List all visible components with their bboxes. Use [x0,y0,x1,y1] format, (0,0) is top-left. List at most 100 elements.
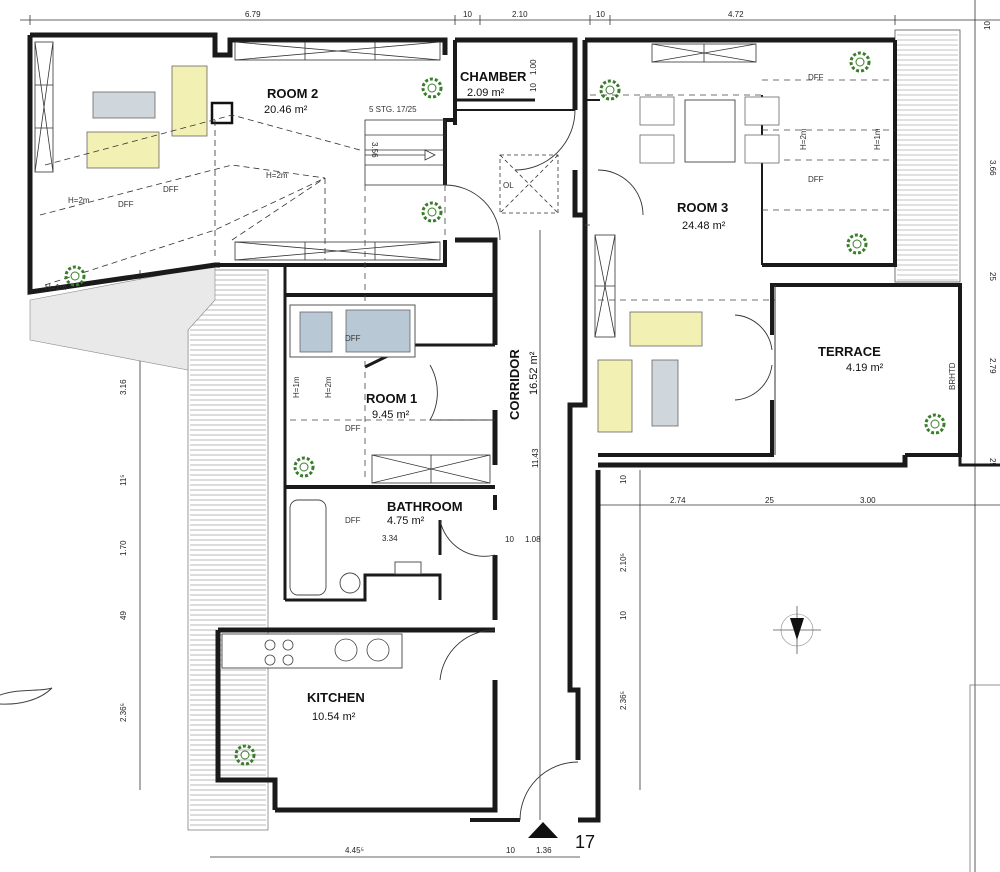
compass-icon [773,606,821,654]
plant-icon [421,201,443,223]
dff-note-1: DFF [118,200,134,209]
dim-corridor-wall: 10 [505,535,514,544]
h2-note-2: H=2m [266,171,288,180]
dim-inner-top-2: 2.74 [670,496,686,505]
dim-inner-right-1: 2.10⁵ [619,553,628,572]
dim-bath-width: 3.34 [382,534,398,543]
chamber-area: 2.09 m² [467,87,505,99]
stairs [364,119,446,186]
dim-right-4: 25 [988,458,997,467]
dff-note-4: DFF [808,175,824,184]
h1-note-3: H=1m [292,376,301,398]
terrace-area: 4.19 m² [846,362,884,374]
door-swings [429,109,773,821]
bathroom-name: BATHROOM [387,499,463,514]
toilet [339,572,361,594]
room1-pillow-left [299,311,333,353]
room3-sofa [629,311,703,347]
kitchen-sink [334,638,390,662]
dff-note-3: DFF [808,73,824,82]
room3-name: ROOM 3 [677,200,728,215]
room1-pillow-right [345,309,411,353]
dim-right-2: 25 [988,272,997,281]
dim-inner-right-2: 10 [619,611,628,620]
dim-bottom-3: 1.36 [536,846,552,855]
ol-note: OL [503,181,514,190]
room3-area: 24.48 m² [682,220,726,232]
dimension-lines [20,0,1000,872]
room1-wardrobe [371,454,491,484]
room3-wardrobe [594,43,757,338]
room2-table [92,91,156,119]
dim-chamber-wall: 10 [529,83,538,92]
room2-name: ROOM 2 [267,86,318,101]
kitchen-stove [264,639,294,666]
dim-inner-top-1: 10 [619,475,628,484]
dim-inner-top-4: 3.00 [860,496,876,505]
dim-bottom-2: 10 [506,846,515,855]
kitchen-area: 10.54 m² [312,711,356,723]
room2-sofa [86,131,160,169]
dim-left-4: 49 [119,611,128,620]
dim-top-3: 2.10 [512,10,528,19]
room1-area: 9.45 m² [372,409,410,421]
room2-slope-lines [39,114,361,286]
bathroom-area: 4.75 m² [387,515,425,527]
kitchen-name: KITCHEN [307,690,365,705]
hatch-right-lines [897,34,958,281]
dim-top-2: 10 [463,10,472,19]
dff-note-7: DFF [345,516,361,525]
h2-note-4: H=2m [324,376,333,398]
dff-note-6: DFF [345,424,361,433]
walls [27,32,1000,823]
room2-area: 20.46 m² [264,104,308,116]
h1-note-2: H=1m [873,128,882,150]
corridor-skylight [499,154,559,214]
room3-chairs [639,96,780,164]
h2-note-1: H=2m [68,196,90,205]
room1-name: ROOM 1 [366,391,417,406]
dim-left-3: 1.70 [119,540,128,556]
hatch-left-stair [187,269,269,831]
entrance-number: 17 [575,832,595,852]
dim-top-5: 4.72 [728,10,744,19]
freehand-stroke [0,687,53,705]
plant-icon [924,413,946,435]
plant-icon [234,744,256,766]
bathtub [289,499,327,596]
room3-armchair [597,359,633,433]
brhtd-note: BRHTD [948,362,957,390]
h1-note-1: H=1m [45,283,67,292]
stairs-note: 5 STG. 17/25 [369,105,417,114]
corridor-name: CORRIDOR [507,349,522,420]
dim-left-1: 3.16 [119,379,128,395]
dff-note-5: DFF [345,334,361,343]
plants [64,51,946,766]
dim-left-5: 2.36⁵ [119,703,128,722]
room2-armchair [171,65,208,137]
room2-column [210,101,234,125]
dim-chamber-depth: 1.00 [529,59,538,75]
plant-icon [293,456,315,478]
corridor-area: 16.52 m² [528,351,540,395]
title-block [969,684,1000,872]
dim-left-2: 11⁵ [119,474,128,486]
dim-right-1: 3.66 [988,160,997,176]
kitchen-counter [221,633,403,669]
dim-bottom-1: 4.45⁵ [345,846,364,855]
chamber-name: CHAMBER [460,69,527,84]
dim-top-6: 10 [983,21,992,30]
dim-top-1: 6.79 [245,10,261,19]
dim-corridor-width: 1.08 [525,535,541,544]
dff-note-2: DFF [163,185,179,194]
plant-icon [599,79,621,101]
h2-note-3: H=2m [799,128,808,150]
plant-icon [64,265,86,287]
plant-icon [846,233,868,255]
plant-icon [421,77,443,99]
dim-corridor-length: 11.43 [531,448,540,468]
room3-coffee-table [651,359,679,427]
dim-top-4: 10 [596,10,605,19]
dim-inner-top-3: 25 [765,496,774,505]
